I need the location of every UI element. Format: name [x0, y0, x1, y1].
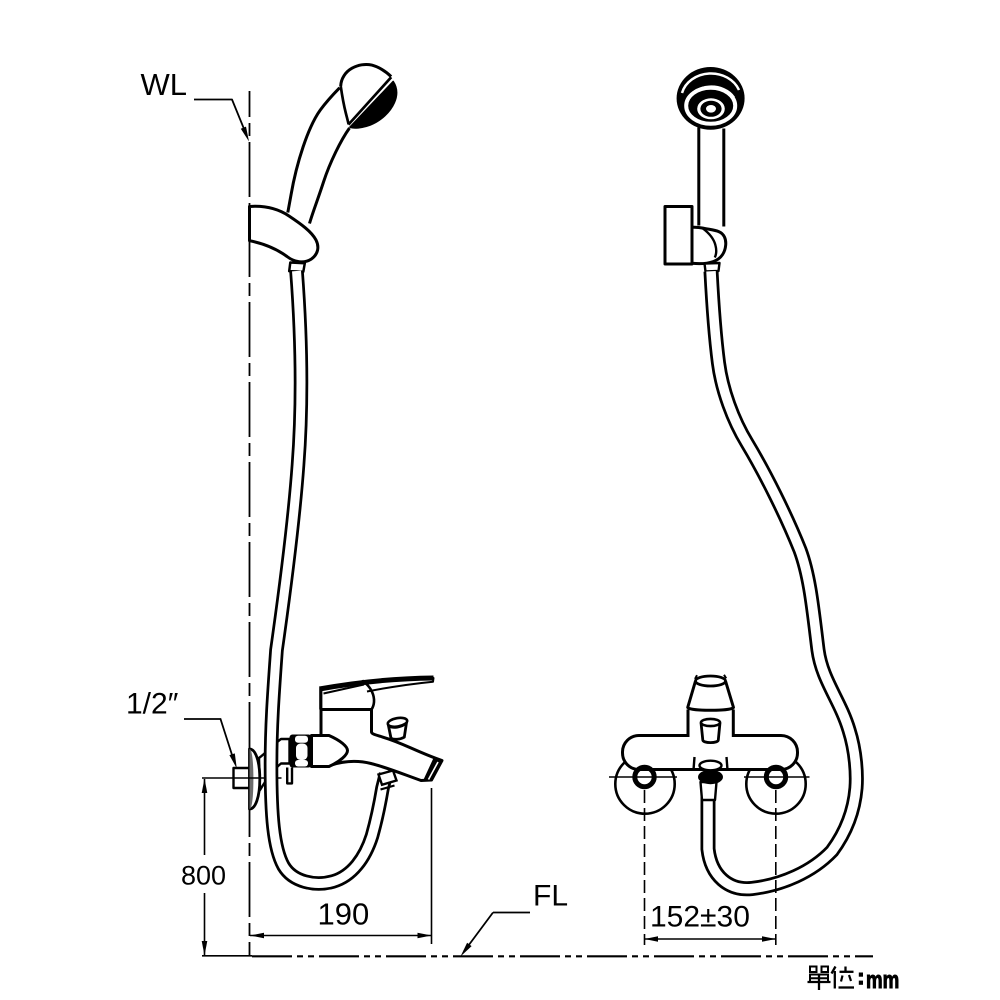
svg-text:1/2″: 1/2″ [126, 688, 179, 721]
svg-text:152±30: 152±30 [650, 901, 750, 934]
svg-text:800: 800 [181, 861, 226, 891]
svg-text:mm: mm [866, 967, 899, 994]
svg-text:WL: WL [141, 67, 188, 102]
svg-text:FL: FL [533, 880, 568, 913]
svg-text:190: 190 [318, 897, 370, 932]
